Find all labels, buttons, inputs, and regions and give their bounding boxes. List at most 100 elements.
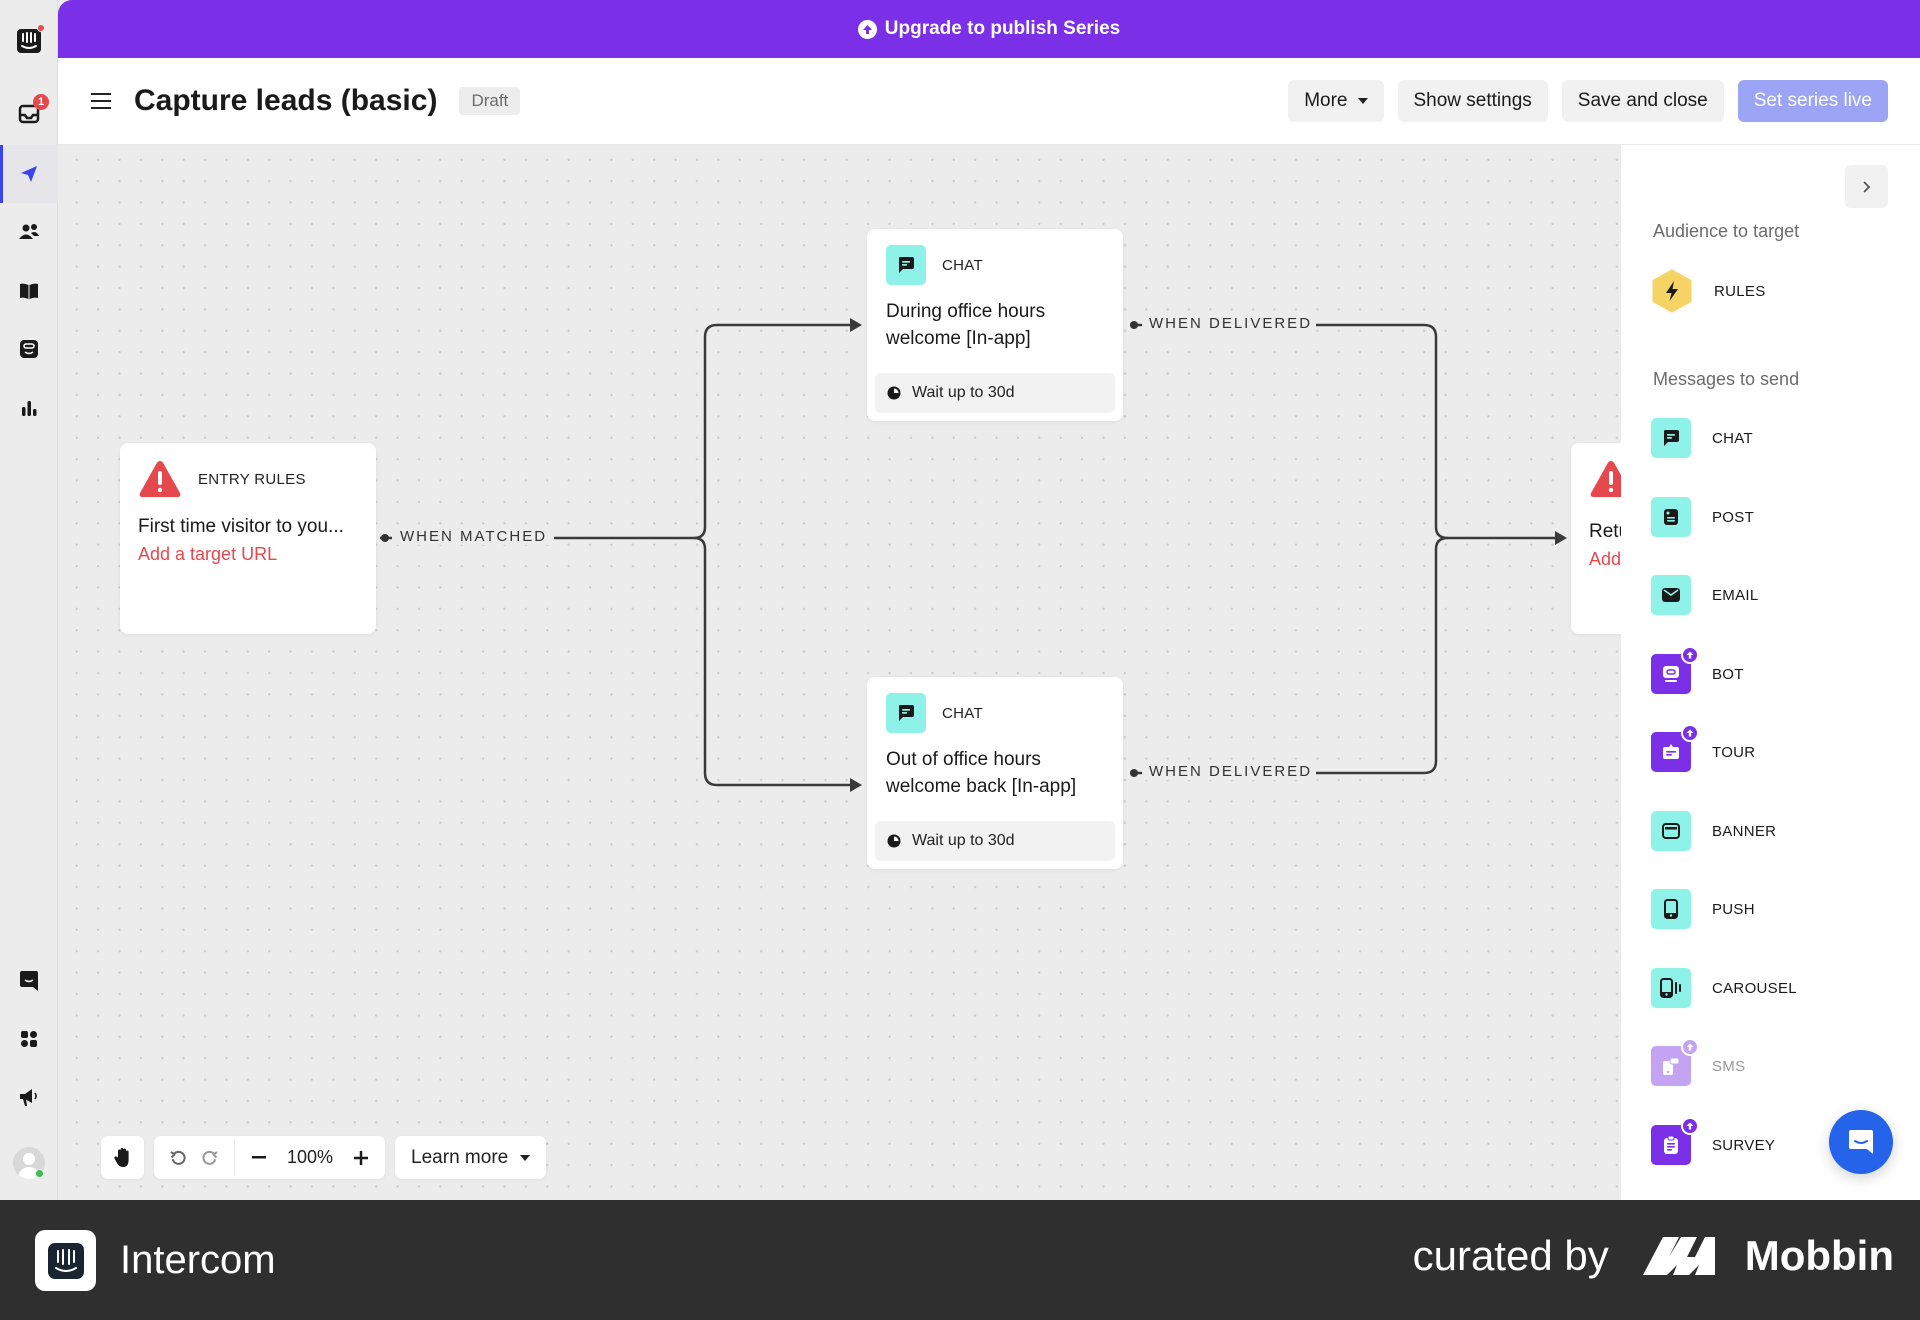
messenger-icon <box>20 340 38 358</box>
panel-item-survey[interactable]: SURVEY <box>1651 1117 1776 1167</box>
upgrade-banner[interactable]: Upgrade to publish Series <box>58 0 1920 58</box>
redo-button[interactable] <box>194 1136 226 1179</box>
entry-rules-card[interactable]: ENTRY RULES First time visitor to you...… <box>120 443 376 634</box>
upgrade-text: Upgrade to publish Series <box>884 18 1121 39</box>
mobbin-logo: Mobbin <box>1642 1232 1894 1280</box>
panel-item-email[interactable]: EMAIL <box>1651 573 1759 617</box>
megaphone-icon <box>20 1089 37 1106</box>
caret-down-icon <box>1357 98 1368 104</box>
survey-label: SURVEY <box>1712 1136 1776 1154</box>
page-title: Capture leads (basic) <box>134 84 438 117</box>
curator-name: Mobbin <box>1744 1232 1894 1279</box>
card-type-label: ENTRY RULES <box>198 470 306 488</box>
collapse-panel-button[interactable] <box>1845 165 1888 208</box>
connector-lines <box>380 318 1567 792</box>
panel-item-post[interactable]: POST <box>1651 495 1754 539</box>
panel-item-bot[interactable]: BOT <box>1651 646 1744 696</box>
carousel-label: CAROUSEL <box>1712 979 1797 997</box>
edge-handle-dot[interactable] <box>1130 321 1138 329</box>
email-label: EMAIL <box>1712 586 1759 604</box>
zoom-in-button[interactable] <box>345 1136 377 1179</box>
learn-more-dropdown[interactable]: Learn more <box>395 1136 547 1179</box>
show-settings-button[interactable]: Show settings <box>1397 80 1548 122</box>
curated-by-label: curated by <box>1412 1232 1609 1279</box>
rules-label: RULES <box>1714 282 1766 300</box>
carousel-icon <box>1651 968 1691 1008</box>
panel-item-sms[interactable]: SMS <box>1651 1038 1746 1088</box>
chat-bubble-icon <box>20 971 38 991</box>
canvas-toolbar: 100% Learn more <box>101 1136 547 1179</box>
return-visitor-rules-card[interactable]: Retu Add <box>1571 443 1621 634</box>
nav-announcements[interactable] <box>0 1068 58 1126</box>
panel-item-rules[interactable]: RULES <box>1651 269 1766 313</box>
chat-card-out-of-office[interactable]: CHAT Out of office hours welcome back [I… <box>867 677 1123 869</box>
upgrade-arrow-icon <box>857 19 877 39</box>
panel-item-push[interactable]: PUSH <box>1651 887 1755 931</box>
edge-label-when-delivered-bottom: WHEN DELIVERED <box>1145 763 1317 780</box>
save-and-close-button[interactable]: Save and close <box>1561 80 1724 122</box>
sms-label: SMS <box>1712 1057 1746 1075</box>
zoom-out-button[interactable] <box>243 1136 275 1179</box>
wait-duration[interactable]: Wait up to 30d <box>875 821 1115 861</box>
panel-item-chat[interactable]: CHAT <box>1651 416 1753 460</box>
content-panel: Audience to target RULES Messages to sen… <box>1621 145 1920 1200</box>
wait-label: Wait up to 30d <box>912 384 1015 401</box>
upgrade-badge-icon <box>1681 646 1699 664</box>
nav-conversations[interactable] <box>0 952 58 1010</box>
edge-handle-dot[interactable] <box>381 534 389 542</box>
nav-outbound[interactable] <box>0 145 58 203</box>
hand-icon <box>113 1147 129 1167</box>
more-button[interactable]: More <box>1288 80 1384 122</box>
panel-item-carousel[interactable]: CAROUSEL <box>1651 966 1797 1010</box>
bot-icon <box>1651 646 1699 694</box>
series-canvas[interactable]: ENTRY RULES First time visitor to you...… <box>58 145 1621 1200</box>
clock-icon <box>887 834 901 848</box>
wait-duration[interactable]: Wait up to 30d <box>875 373 1115 413</box>
nav-inbox[interactable]: 1 <box>0 85 58 143</box>
notification-dot <box>37 24 45 32</box>
nav-contacts[interactable] <box>0 203 58 261</box>
bot-label: BOT <box>1712 665 1744 683</box>
add-target-url-link[interactable]: Add a target URL <box>138 544 278 564</box>
post-label: POST <box>1712 508 1755 526</box>
upgrade-badge-icon <box>1681 1038 1699 1056</box>
nav-articles[interactable] <box>0 262 58 320</box>
set-series-live-button[interactable]: Set series live <box>1737 80 1888 122</box>
chat-title-line2: welcome back [In-app] <box>886 776 1077 797</box>
upgrade-badge-icon <box>1681 724 1699 742</box>
paper-plane-icon <box>21 166 37 182</box>
avatar-icon <box>13 1147 45 1179</box>
sms-icon <box>1651 1038 1699 1086</box>
add-target-url-link[interactable]: Add <box>1589 549 1621 569</box>
nav-reports[interactable] <box>0 379 58 437</box>
entry-rules-title: First time visitor to you... <box>138 516 344 537</box>
upgrade-badge-icon <box>1681 1117 1699 1135</box>
card-type-label: CHAT <box>942 704 983 722</box>
nav-messenger[interactable] <box>0 320 58 378</box>
brand-name: Intercom <box>120 1238 276 1282</box>
undo-button[interactable] <box>162 1136 194 1179</box>
chat-icon <box>886 693 926 733</box>
push-icon <box>1651 889 1691 929</box>
nav-profile[interactable] <box>0 1134 58 1192</box>
chat-card-office-hours[interactable]: CHAT During office hours welcome [In-app… <box>867 229 1123 421</box>
push-label: PUSH <box>1712 900 1755 918</box>
messenger-launcher-button[interactable] <box>1829 1110 1893 1174</box>
panel-item-banner[interactable]: BANNER <box>1651 809 1776 853</box>
nav-intercom-logo[interactable] <box>0 12 58 70</box>
banner-icon <box>1651 811 1691 851</box>
edge-label-when-delivered-top: WHEN DELIVERED <box>1145 315 1317 332</box>
menu-icon[interactable] <box>91 93 111 109</box>
messenger-icon <box>1849 1130 1873 1154</box>
tour-label: TOUR <box>1712 743 1756 761</box>
panel-item-tour[interactable]: TOUR <box>1651 724 1756 774</box>
minus-icon <box>252 1156 266 1159</box>
edge-handle-dot[interactable] <box>1130 769 1138 777</box>
mobbin-footer: Intercom curated by Mobbin <box>0 1200 1920 1320</box>
wait-label: Wait up to 30d <box>912 832 1015 849</box>
pan-tool-button[interactable] <box>101 1136 144 1179</box>
toolbar-divider <box>234 1139 235 1176</box>
chat-label: CHAT <box>1712 429 1753 447</box>
chat-icon <box>886 245 926 285</box>
nav-apps[interactable] <box>0 1010 58 1068</box>
